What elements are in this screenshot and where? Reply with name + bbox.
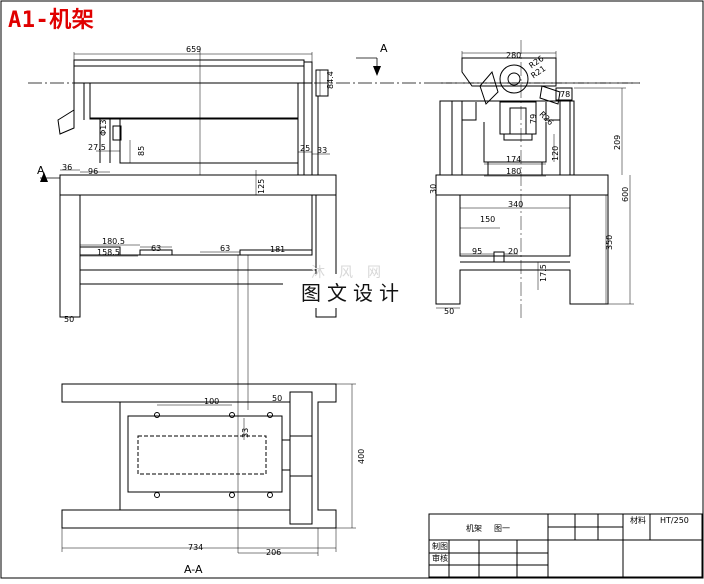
dim-front-d5: 36 [62, 163, 72, 172]
dim-side-d4: 78 [560, 90, 570, 99]
title-block [428, 513, 703, 578]
dim-plan-d6: 206 [266, 548, 281, 557]
section-mark-top: A [380, 42, 388, 55]
dim-front-d14: 181 [270, 245, 285, 254]
dim-plan-d4: 400 [357, 449, 366, 464]
dim-front-d8: 25 [300, 144, 310, 153]
dim-side-d9: 180 [506, 167, 521, 176]
dim-front-d13: 63 [220, 244, 230, 253]
dim-side-d13: 600 [621, 187, 630, 202]
watermark-ghost: 沐风网 [311, 265, 395, 281]
dim-front-d11: 158.5 [97, 248, 120, 257]
front-view [28, 50, 640, 553]
dim-front-d7: 125 [257, 179, 266, 194]
dim-front-d12: 63 [151, 244, 161, 253]
dim-plan-d5: 734 [188, 543, 203, 552]
dim-front-d10: 180.5 [102, 237, 125, 246]
dim-front-d6: 96 [88, 167, 98, 176]
drawing-title: A1-机架 [8, 8, 95, 33]
title-material-label: 材料 [630, 515, 646, 525]
dim-front-d9: 33 [317, 146, 327, 155]
dim-side-d14: 150 [480, 215, 495, 224]
dim-side-d12: 340 [508, 200, 523, 209]
dim-side-d17: 350 [605, 235, 614, 250]
dim-front-d2: Φ13 [99, 120, 108, 136]
dim-side-d8: 174 [506, 155, 521, 164]
watermark: 沐风网 图文设计 [283, 265, 423, 308]
dim-side-d7: 209 [613, 135, 622, 150]
dim-side-d19: 50 [444, 307, 454, 316]
title-drawing-no: 图一 [494, 524, 510, 533]
dim-front-d1: 84.4 [326, 71, 335, 89]
dim-front-overall-width: 659 [186, 45, 201, 54]
dim-front-d4: 85 [137, 146, 146, 156]
watermark-text: 图文设计 [301, 280, 405, 305]
dim-front-d3: 27.5 [88, 143, 106, 152]
dim-plan-d2: 50 [272, 394, 282, 403]
section-label: A-A [184, 563, 203, 576]
title-part-name: 机架 [466, 523, 482, 533]
dim-side-d15: 95 [472, 247, 482, 256]
dim-side-d1: 280 [506, 51, 521, 60]
title-row-label-2: 审核 [432, 553, 448, 563]
dim-front-d15: 50 [64, 315, 74, 324]
dim-plan-d3: 33 [241, 428, 250, 438]
title-row-label-1: 制图 [432, 541, 448, 551]
plan-view [61, 383, 356, 556]
dim-side-d11: 30 [429, 184, 438, 194]
dim-side-d6: R26 [538, 110, 556, 128]
dim-side-d5: 79 [529, 114, 538, 124]
dim-side-d18: 17.5 [539, 264, 548, 282]
dim-plan-d1: 100 [204, 397, 219, 406]
dim-side-d10: 120 [551, 146, 560, 161]
side-view [435, 40, 640, 320]
dim-side-d16: 20 [508, 247, 518, 256]
title-material: HT/250 [660, 516, 689, 525]
section-mark-left: A [37, 164, 45, 177]
